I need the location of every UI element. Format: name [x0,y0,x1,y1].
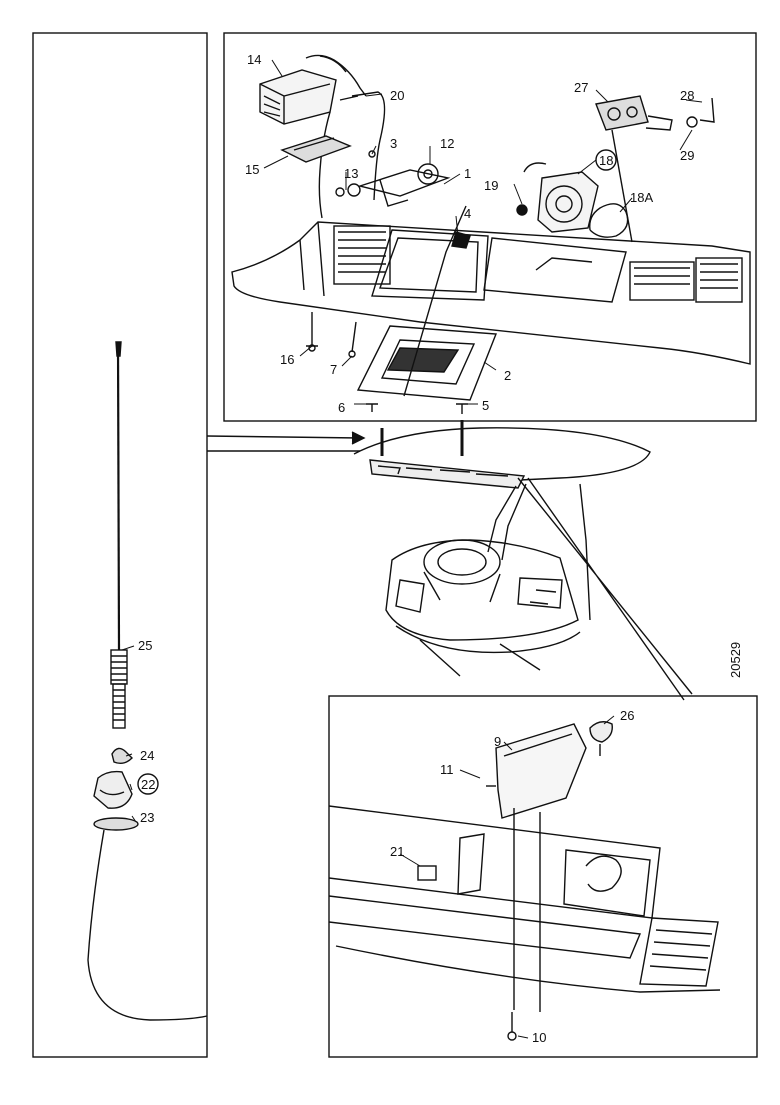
leader-arrow-left [206,435,361,452]
figure-code: 20529 [728,642,743,678]
console-detail-frame [328,695,758,1058]
callout-1: 1 [464,166,471,181]
callout-18: 18 [599,153,613,168]
callout-23: 23 [140,810,154,825]
callout-16: 16 [280,352,294,367]
callout-19: 19 [484,178,498,193]
arrow-head [351,431,366,445]
callout-2: 2 [504,368,511,383]
callout-20: 20 [390,88,404,103]
callout-28: 28 [680,88,694,103]
callout-9: 9 [494,734,501,749]
antenna-assembly [87,341,208,1021]
leader-to-console [517,477,693,701]
antenna-panel-frame [32,32,208,1058]
dashboard-detail-frame [223,32,757,422]
callout-14: 14 [247,52,261,67]
callout-15: 15 [245,162,259,177]
callout-12: 12 [440,136,454,151]
callout-labels: 14 20 3 12 15 13 1 4 27 28 29 18 19 18A … [138,52,694,1045]
callout-circle-22 [137,773,159,795]
cab-interior-view [353,420,651,677]
callout-5: 5 [482,398,489,413]
callout-3: 3 [390,136,397,151]
callout-4: 4 [464,206,471,221]
callout-7: 7 [330,362,337,377]
callout-29: 29 [680,148,694,163]
callout-11: 11 [440,762,454,777]
callout-21: 21 [390,844,404,859]
callout-26: 26 [620,708,634,723]
callout-24: 24 [140,748,154,763]
callout-10: 10 [532,1030,546,1045]
callout-22: 22 [141,777,155,792]
leader-lines [121,59,703,1039]
callout-18a: 18A [630,190,653,205]
callout-13: 13 [344,166,358,181]
callout-27: 27 [574,80,588,95]
dashboard-assembly [231,54,751,414]
callout-6: 6 [338,400,345,415]
callout-25: 25 [138,638,152,653]
console-assembly [328,721,721,1041]
callout-circle-18 [595,149,617,171]
